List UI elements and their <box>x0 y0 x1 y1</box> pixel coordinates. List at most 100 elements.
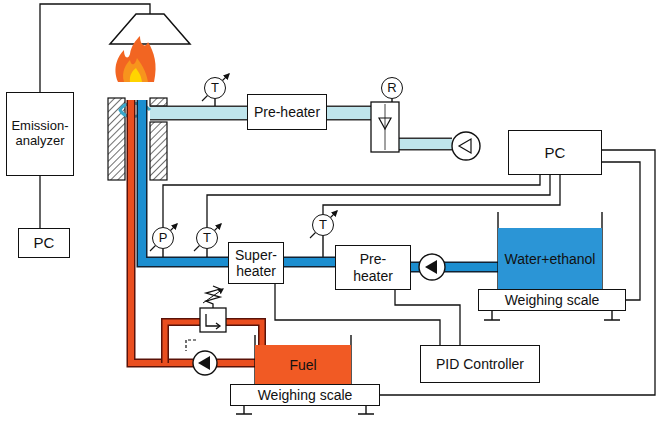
wire-line <box>39 176 40 228</box>
heater-box: Pre-heater <box>335 245 411 290</box>
fuel-tank: Fuel <box>255 345 351 385</box>
air-pipe <box>327 106 371 121</box>
computer-box: PC <box>508 130 602 175</box>
burner <box>150 98 167 106</box>
water-pump <box>419 254 445 280</box>
wire-line <box>163 175 540 227</box>
scale-leg <box>236 310 620 414</box>
scale-leg <box>484 310 620 320</box>
scale-leg <box>236 405 374 414</box>
water-pump <box>419 254 445 280</box>
controller-box: PID Controller <box>420 345 540 383</box>
tank-wall <box>255 212 602 385</box>
tank-wall <box>498 212 602 290</box>
signal-wire <box>323 175 560 214</box>
signal-wire <box>395 290 460 345</box>
analyzer-box: Emission-analyzer <box>6 92 74 176</box>
node-label: Super-heater <box>233 247 279 279</box>
signal-wire <box>40 176 41 228</box>
gauge-arrow <box>194 224 221 251</box>
weighing-scale: Weighing scale <box>478 289 626 311</box>
air-pipe <box>399 139 452 149</box>
node-label: R <box>387 81 396 96</box>
node-label: T <box>203 231 211 246</box>
flow-gauge: R <box>381 77 403 99</box>
air-pump <box>459 139 471 153</box>
node-label: T <box>211 81 219 96</box>
signal-wire <box>163 175 540 227</box>
air-pipe <box>150 106 247 121</box>
node-label: Water+ethanol <box>505 251 596 267</box>
heater-box: Super-heater <box>228 242 284 284</box>
exhaust-hood <box>110 14 190 44</box>
flame <box>123 58 148 82</box>
flame <box>116 36 156 82</box>
computer-box: PC <box>18 228 70 258</box>
weighing-scale: Weighing scale <box>230 384 380 406</box>
node-label: Weighing scale <box>258 387 353 403</box>
relief-valve <box>186 340 196 351</box>
node-label: Emission-analyzer <box>11 119 69 149</box>
air-pipe <box>399 138 452 151</box>
gauge-arrow <box>310 211 337 238</box>
air-pipe <box>150 107 247 119</box>
node-label: Fuel <box>289 357 316 373</box>
temperature-gauge: T <box>204 77 226 99</box>
relief-valve <box>200 308 226 332</box>
fuel-pump <box>198 356 210 370</box>
water-pipe <box>142 100 228 262</box>
pipe-fill <box>284 258 335 266</box>
gauge-stem <box>322 236 323 257</box>
node-label: PC <box>545 144 566 161</box>
gauge-arrow <box>202 74 229 101</box>
relief-valve <box>206 286 220 308</box>
gauge-stem <box>162 249 163 257</box>
signal-wire <box>602 162 640 300</box>
heater-box: Pre-heater <box>247 94 327 130</box>
rotameter <box>371 102 399 152</box>
water-pipe <box>142 100 228 262</box>
pipe-outline <box>284 257 335 268</box>
fuel-pipe <box>131 100 262 363</box>
exhaust-hood <box>40 4 190 92</box>
water-pump <box>425 260 437 274</box>
gauge-stem <box>214 99 215 106</box>
wire-line <box>275 284 440 345</box>
fuel-pump <box>193 351 217 375</box>
tank-wall <box>255 335 351 385</box>
node-label: PID Controller <box>436 356 524 372</box>
wire-line <box>207 175 550 227</box>
gauge-stem <box>391 99 392 102</box>
temperature-gauge: T <box>196 227 218 249</box>
relief-valve <box>203 289 223 303</box>
wire-line <box>380 150 655 395</box>
air-pump <box>452 132 480 160</box>
relief-valve <box>216 323 220 329</box>
burner <box>108 98 125 180</box>
pipe-connector <box>284 262 335 263</box>
signal-wire <box>207 175 550 227</box>
liquid-tank: Water+ethanol <box>498 228 602 290</box>
air-pump <box>452 132 480 160</box>
node-label: Pre-heater <box>340 251 406 283</box>
gauge-stem <box>206 249 207 257</box>
flame <box>116 36 156 82</box>
rotameter <box>385 104 386 150</box>
temperature-gauge: T <box>312 214 334 236</box>
burner <box>150 122 167 180</box>
fuel-pump <box>193 351 217 375</box>
gauge-arrow <box>150 224 177 251</box>
relief-valve <box>186 286 226 351</box>
flame <box>130 68 142 82</box>
pressure-gauge: P <box>152 227 174 249</box>
wire-line <box>395 290 460 345</box>
rotameter <box>371 102 399 152</box>
wire-line <box>602 162 640 300</box>
signal-wire <box>275 284 440 345</box>
node-label: Pre-heater <box>254 104 320 120</box>
wire-line <box>323 175 560 214</box>
air-pipe <box>327 107 371 119</box>
node-label: T <box>319 218 327 233</box>
gauge-arrow <box>150 74 337 251</box>
